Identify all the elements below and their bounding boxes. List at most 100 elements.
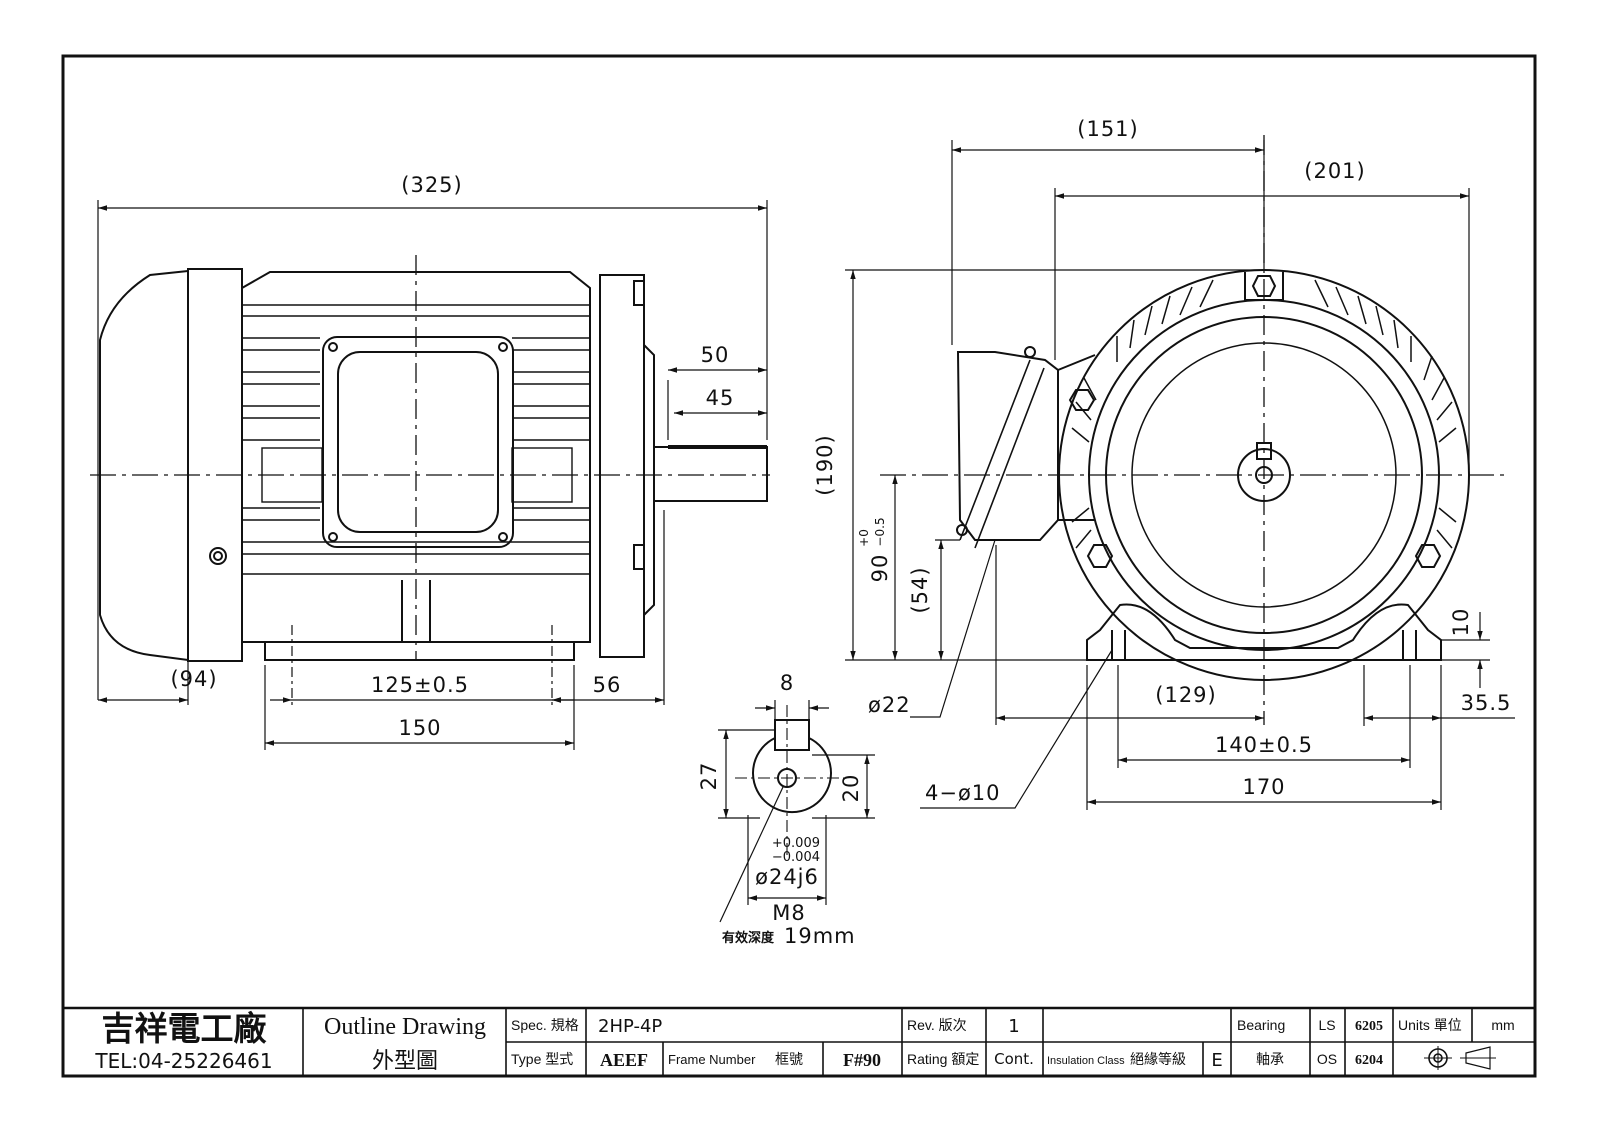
- shaft-center-hole: [1255, 466, 1273, 484]
- cooling-fins: [242, 304, 590, 575]
- side-view-labels: (325) 50 45 (94) 125±0.5 56 150: [170, 173, 733, 740]
- dim-overall-height: (190): [813, 434, 837, 495]
- shaft-key-section: [774, 719, 810, 751]
- shaft-detail-labels: 8 27 20 +0.009 −0.004 ø24j6 M8 有效深度 19mm: [697, 671, 863, 948]
- side-view-dimensions: [97, 200, 768, 750]
- shaft-end: [1237, 448, 1291, 502]
- foot-web: [401, 580, 431, 642]
- end-shield-face: [1105, 316, 1423, 634]
- terminal-box-side: [956, 351, 1059, 541]
- dim-key-height: 27: [697, 762, 721, 791]
- dim-cable-entry: ø22: [868, 693, 911, 717]
- thread-depth-label: 有效深度: [722, 930, 775, 946]
- frame-value: F#90: [843, 1050, 881, 1070]
- end-view-dimensions: [845, 140, 1515, 810]
- fan-cover: [99, 269, 189, 662]
- os-value: 6204: [1355, 1053, 1383, 1068]
- lifting-eye: [1244, 272, 1284, 301]
- frame-label: Frame Number: [668, 1052, 756, 1067]
- dim-base-width: 170: [1242, 775, 1285, 799]
- drawing-title-en: Outline Drawing: [324, 1014, 486, 1040]
- flange-bolt-top: [633, 280, 645, 306]
- rev-value: 1: [1008, 1016, 1019, 1037]
- terminal-lid-screw-icon: [956, 524, 968, 536]
- dim-shaft-height: 90: [868, 554, 892, 583]
- dim-key-width: 8: [780, 671, 794, 695]
- spec-label: Spec. 規格: [511, 1017, 579, 1033]
- ls-label: LS: [1318, 1017, 1335, 1033]
- ground-terminal-icon: [209, 547, 227, 565]
- projection-cone-icon: [1465, 1046, 1491, 1070]
- flange-bolt-bottom: [633, 544, 645, 570]
- dim-terminal-offset: (129): [1155, 683, 1216, 707]
- dim-width-to-terminal: (151): [1077, 117, 1138, 141]
- dim-shaft-extension: 50: [701, 343, 730, 367]
- shaft-detail-dimensions: [718, 700, 875, 923]
- end-view-base: [1086, 603, 1442, 661]
- title-block: [63, 1006, 1535, 1076]
- lifting-bolt-icon: [1251, 275, 1277, 297]
- terminal-neck: [1057, 354, 1096, 521]
- rating-value: Cont.: [994, 1050, 1034, 1068]
- bearing-zh: 軸承: [1256, 1051, 1284, 1067]
- frame-zh: 框號: [775, 1051, 803, 1067]
- end-view-labels: (151) (201) (190) 90 +0 −0.5 (54) ø22 (1…: [813, 117, 1512, 805]
- cable-entry-leader: [910, 539, 996, 718]
- dim-mount-holes: 4−ø10: [925, 781, 1001, 805]
- dim-shaft-height-tol-lower: −0.5: [873, 517, 887, 546]
- shaft-section: [752, 737, 832, 814]
- flange-bolt-left-icon: [1086, 544, 1114, 568]
- flange-bolt-right-icon: [1414, 544, 1442, 568]
- dim-terminal-height: (54): [908, 566, 932, 613]
- dim-shaft-to-foot: 56: [593, 673, 622, 697]
- dim-foot-thickness: 10: [1449, 608, 1473, 637]
- dim-foot-length: 150: [398, 716, 441, 740]
- type-label: Type 型式: [511, 1051, 573, 1067]
- insulation-label: Insulation Class: [1047, 1055, 1125, 1067]
- housing-bolt-left-icon: [1068, 389, 1096, 411]
- terminal-screw-icon: [328, 532, 338, 542]
- dim-shaft-diameter: ø24j6: [755, 865, 819, 889]
- bearing-label: Bearing: [1237, 1017, 1285, 1033]
- terminal-box-outer: [322, 336, 514, 548]
- shaft: [653, 446, 768, 502]
- shaft-detail: [735, 705, 845, 855]
- drawing-title-zh: 外型圖: [372, 1049, 438, 1074]
- terminal-lid-screw-icon: [1024, 346, 1036, 358]
- dim-shaft-height-tol-upper: +0: [857, 529, 871, 547]
- foot-right-hole: [1402, 630, 1417, 660]
- type-value: AEEF: [600, 1050, 648, 1070]
- mount-hole-leader: [920, 649, 1113, 809]
- terminal-box-inner: [337, 351, 499, 533]
- bearing-cap: [643, 344, 655, 616]
- insulation-zh: 絕緣等級: [1130, 1051, 1186, 1067]
- shaft-key: [1256, 442, 1272, 460]
- side-view: [90, 255, 770, 705]
- rating-label: Rating 額定: [907, 1051, 979, 1067]
- units-label: Units 單位: [1398, 1017, 1462, 1033]
- thread-depth-value: 19mm: [784, 924, 856, 948]
- ground-terminal-inner: [213, 551, 223, 561]
- dim-foot-hole-spacing: 125±0.5: [371, 673, 469, 697]
- radial-fins: [1071, 279, 1457, 549]
- terminal-box-lid: [959, 359, 1045, 549]
- end-shield-front: [599, 274, 645, 658]
- insulation-value: E: [1211, 1050, 1222, 1071]
- company-phone: TEL:04-25226461: [94, 1049, 272, 1073]
- dim-overall-length: (325): [401, 173, 462, 197]
- dim-overall-width: (201): [1304, 159, 1365, 183]
- dim-foot-width: 35.5: [1461, 691, 1512, 715]
- dim-fan-cover-length: (94): [170, 667, 217, 691]
- company-name: 吉祥電工廠: [102, 1009, 267, 1048]
- units-value: mm: [1491, 1017, 1514, 1033]
- bearing-boss: [1131, 342, 1397, 608]
- stator-frame: [241, 271, 591, 643]
- os-label: OS: [1317, 1051, 1337, 1067]
- title-block-text: 吉祥電工廠 TEL:04-25226461 Outline Drawing 外型…: [94, 1009, 1514, 1074]
- terminal-screw-icon: [498, 342, 508, 352]
- end-shield-rear: [187, 268, 243, 662]
- terminal-screw-icon: [498, 532, 508, 542]
- drawing-border: [61, 54, 1537, 1078]
- rev-label: Rev. 版次: [907, 1017, 967, 1033]
